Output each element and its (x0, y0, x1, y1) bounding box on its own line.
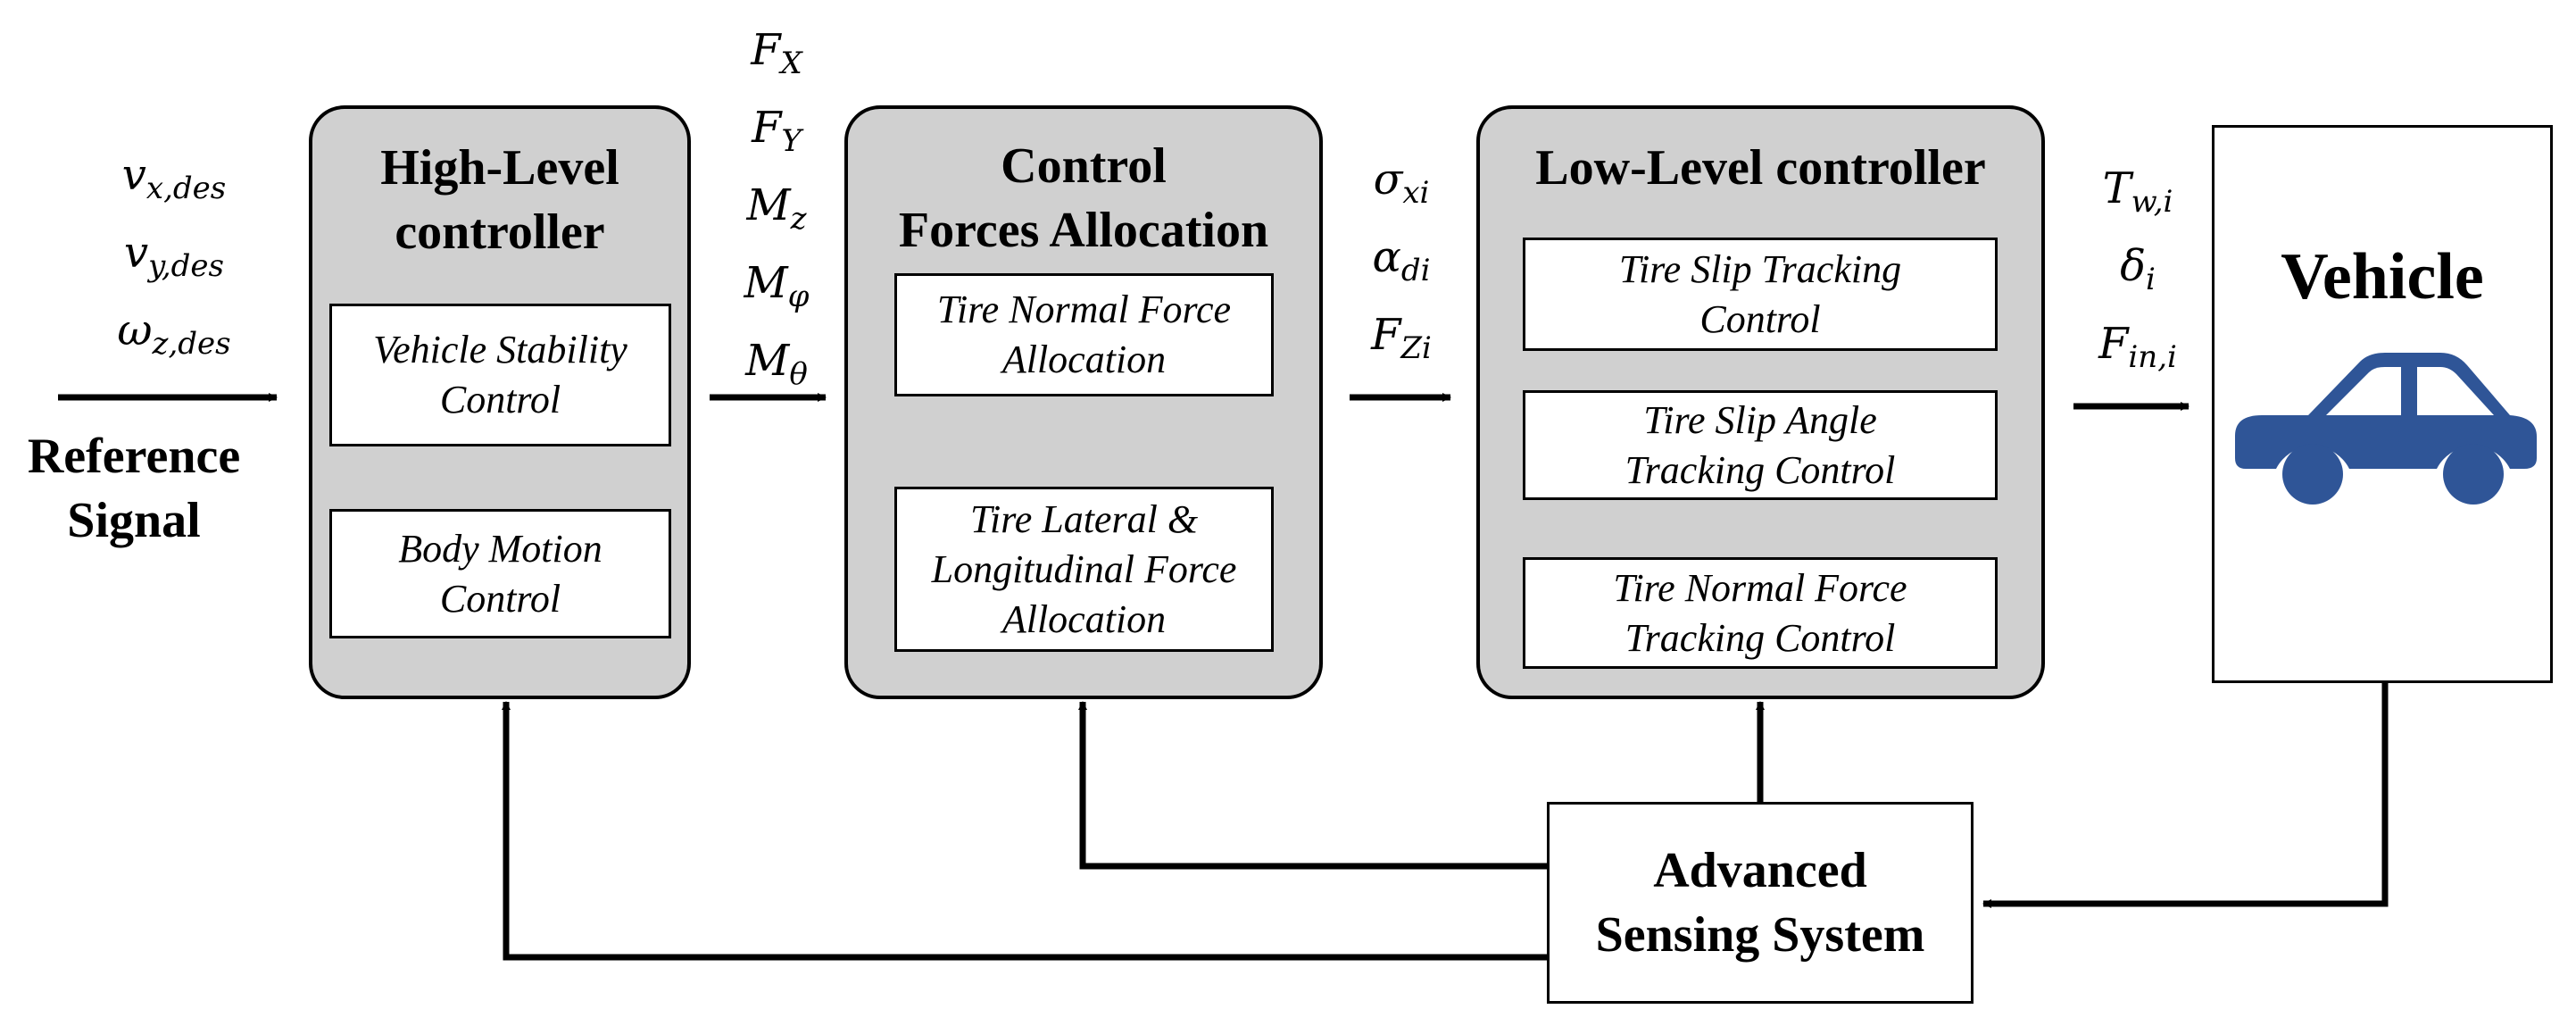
tire-lateral-longitudinal-force-allocation-box: Tire Lateral & Longitudinal Force Alloca… (894, 487, 1274, 652)
fx-label: FX (751, 25, 802, 81)
reference-signal-label: Reference Signal (27, 429, 241, 548)
high-level-title: High-Level controller (380, 140, 619, 260)
vehicle-title: Vehicle (2281, 240, 2484, 313)
fin-label: Fin,i (2098, 319, 2177, 375)
mphi-label: Mφ (744, 258, 810, 314)
force-moment-signals: FX FY Mz Mφ Mθ (705, 18, 848, 406)
low-level-title: Low-Level controller (1535, 140, 1986, 196)
vehicle-stability-control-box: Vehicle Stability Control (329, 304, 671, 446)
wire-vehicle-to-sensing (1982, 683, 2389, 908)
fzi-label: FZi (1371, 310, 1432, 366)
advanced-sensing-system-box: Advanced Sensing System (1547, 802, 1974, 1004)
wire-sensing-to-allocation (1078, 701, 1547, 870)
tire-slip-tracking-control-box: Tire Slip Tracking Control (1523, 238, 1998, 351)
omegaz-des-label: ωz,des (117, 305, 231, 362)
sigma-xi-label: σxi (1373, 154, 1430, 211)
tw-label: Tw,i (2102, 163, 2173, 220)
reference-inputs: vx,des vy,des ωz,des (85, 143, 263, 376)
delta-label: δi (2120, 241, 2156, 297)
mz-label: Mz (746, 180, 807, 237)
vx-des-label: vx,des (121, 150, 227, 206)
slip-signals: σxi αdi FZi (1330, 147, 1473, 380)
vehicle-block: Vehicle (2212, 125, 2553, 683)
actuator-signals: Tw,i δi Fin,i (2066, 156, 2209, 389)
tire-slip-angle-tracking-control-box: Tire Slip Angle Tracking Control (1523, 390, 1998, 500)
wire-sensing-to-high-level (502, 701, 1547, 961)
tire-normal-force-tracking-control-box: Tire Normal Force Tracking Control (1523, 557, 1998, 669)
car-windows (2326, 367, 2494, 415)
vy-des-label: vy,des (124, 228, 224, 284)
car-icon (2235, 353, 2537, 505)
fy-label: FY (752, 103, 802, 159)
alpha-di-label: αdi (1372, 232, 1431, 288)
tire-normal-force-allocation-box: Tire Normal Force Allocation (894, 273, 1274, 396)
mtheta-label: Mθ (745, 336, 808, 392)
allocation-title: Control Forces Allocation (898, 138, 1269, 258)
body-motion-control-box: Body Motion Control (329, 509, 671, 638)
car-wheels (2282, 444, 2504, 505)
